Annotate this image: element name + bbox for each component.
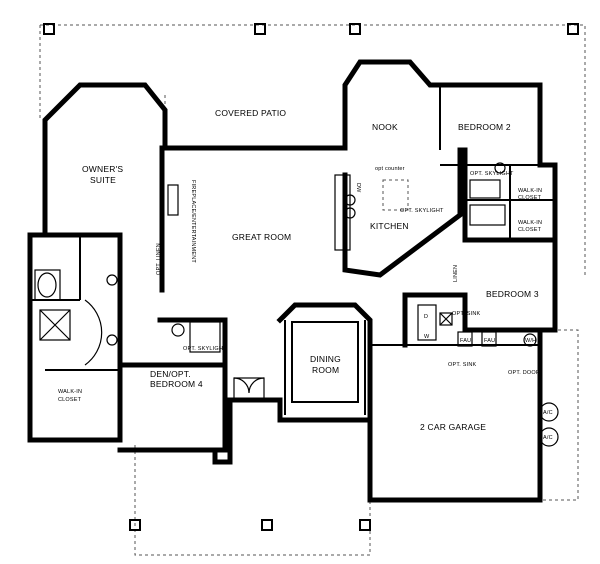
exterior-walls <box>27 59 558 503</box>
owners-suite-label: OWNER'S <box>82 164 123 174</box>
opt-skylight-kitchen-label: OPT. SKYLIGHT <box>400 208 444 214</box>
room-labels: COVERED PATIO NOOK BEDROOM 2 OWNER'S SUI… <box>58 108 542 432</box>
opt-linen-label: OPT. LINEN <box>156 243 162 275</box>
walk-in-closet-2-label-line2: CLOSET <box>518 227 542 233</box>
fixtures <box>34 162 559 447</box>
dishwasher-label: DW <box>355 183 361 193</box>
ac-2-label: A/C <box>543 435 553 441</box>
linen-label: LINEN <box>453 265 459 282</box>
ac-1-label: A/C <box>543 410 553 416</box>
nook-label: NOOK <box>372 122 398 132</box>
opt-counter-label: opt counter <box>375 166 405 172</box>
annotations: opt counter OPT. SKYLIGHT OPT. SKYLIGHT … <box>156 166 553 441</box>
opt-skylight-hall-label: OPT. SKYLIGHT <box>183 346 227 352</box>
fau-2-label: FAU <box>484 338 495 344</box>
washer-label: W <box>424 334 430 340</box>
fireplace-label: FIREPLACE/ENTERTAINMENT <box>190 180 196 263</box>
walk-in-closet-2-label: WALK-IN <box>518 220 542 226</box>
den-label: DEN/OPT. <box>150 369 191 379</box>
opt-sink-laundry-label: OPT. SINK <box>452 311 481 317</box>
owners-suite-label-line2: SUITE <box>90 175 116 185</box>
dining-room-label: DINING <box>310 354 341 364</box>
walk-in-closet-label: WALK-IN <box>518 188 542 194</box>
water-heater-label: W/H <box>525 338 536 344</box>
owners-closet-label-line2: CLOSET <box>58 397 82 403</box>
dining-room-label-line2: ROOM <box>312 365 339 375</box>
kitchen-label: KITCHEN <box>370 221 409 231</box>
garage-label: 2 CAR GARAGE <box>420 422 486 432</box>
covered-patio-label: COVERED PATIO <box>215 108 286 118</box>
great-room-label: GREAT ROOM <box>232 232 291 242</box>
den-label-line2: BEDROOM 4 <box>150 379 203 389</box>
dryer-label: D <box>424 314 428 320</box>
opt-skylight-bath-label: OPT. SKYLIGHT <box>470 171 514 177</box>
opt-sink-garage-label: OPT. SINK <box>448 362 477 368</box>
bedroom-3-label: BEDROOM 3 <box>486 289 539 299</box>
opt-door-label: OPT. DOOR <box>508 370 540 376</box>
bedroom-2-label: BEDROOM 2 <box>458 122 511 132</box>
owners-closet-label: WALK-IN <box>58 389 82 395</box>
fau-1-label: FAU <box>460 338 471 344</box>
walk-in-closet-label-line2: CLOSET <box>518 195 542 201</box>
